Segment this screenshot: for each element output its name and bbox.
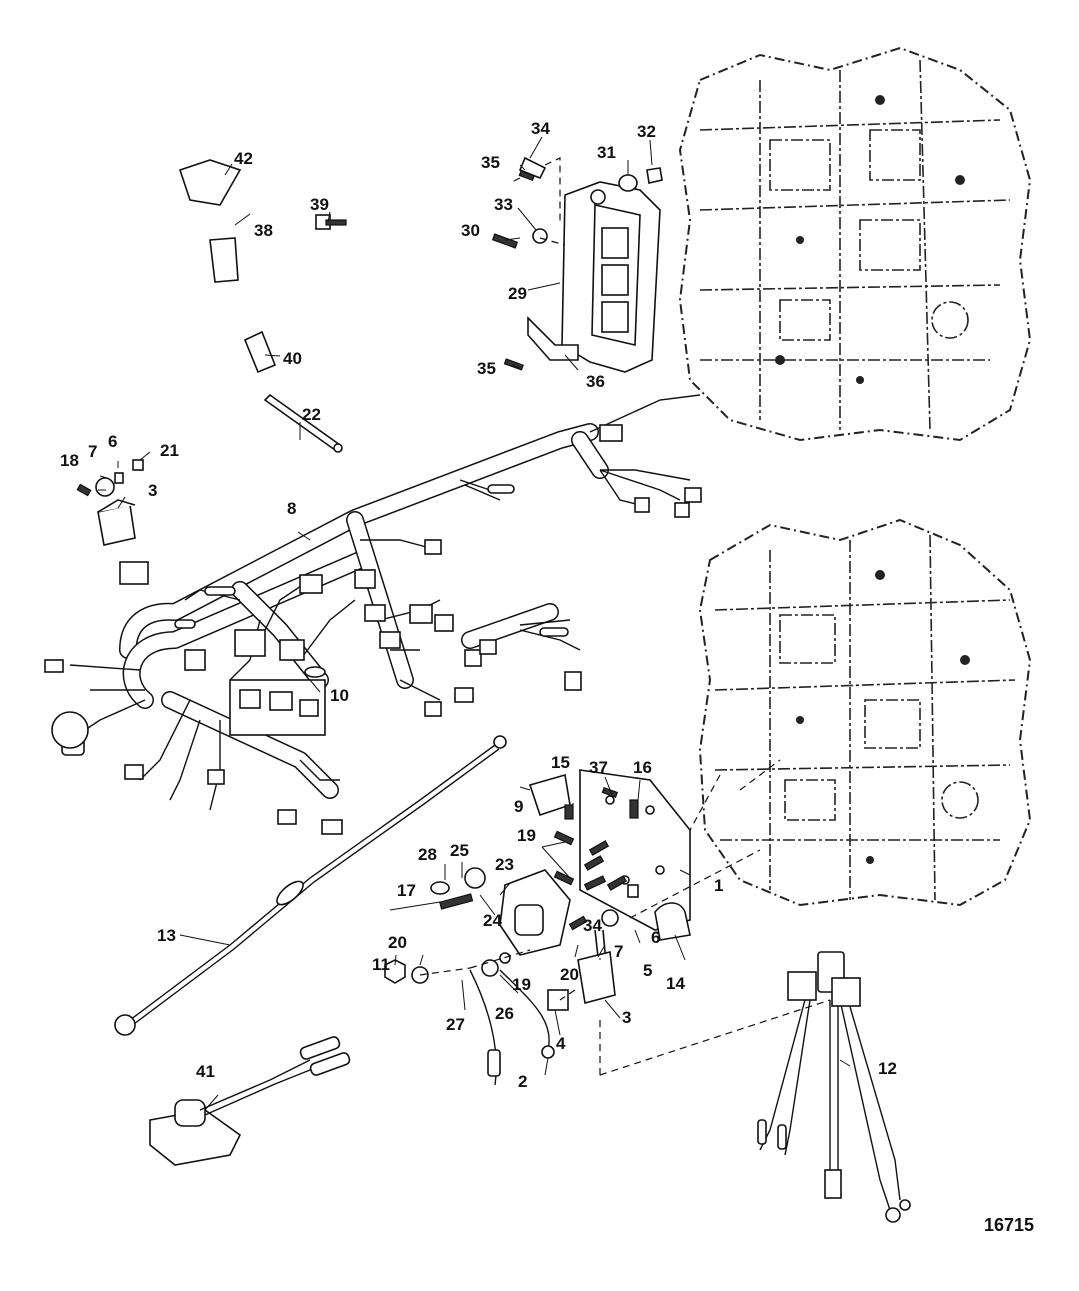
engine-block-upper	[678, 46, 1032, 442]
callout-32: 32	[637, 122, 656, 141]
battery-cable-13	[114, 735, 507, 1036]
callout-17: 17	[397, 881, 416, 900]
fasteners-lower	[384, 786, 691, 984]
callout-34-lower: 34	[583, 916, 602, 935]
cable-tie-22	[263, 393, 343, 453]
callout-7-top: 7	[88, 442, 97, 461]
figure-number: 16715	[984, 1215, 1034, 1235]
harness-12	[757, 951, 911, 1223]
starter-solenoid	[430, 867, 607, 956]
callout-2: 2	[518, 1072, 527, 1091]
engine-block-lower	[698, 518, 1032, 907]
callout-21: 21	[160, 441, 179, 460]
callout-19-lower: 19	[512, 975, 531, 994]
loose-connectors	[178, 159, 347, 374]
callout-35-lower: 35	[477, 359, 496, 378]
callout-labels: 1 2 3 3 4 5 6 6 7 7 8 9 10 11 12 13 14 1…	[60, 119, 1034, 1235]
callout-41: 41	[196, 1062, 215, 1081]
callout-25: 25	[450, 841, 469, 860]
dash-lower-b	[419, 949, 576, 1001]
callout-26: 26	[495, 1004, 514, 1023]
callout-27: 27	[446, 1015, 465, 1034]
callout-18: 18	[60, 451, 79, 470]
callout-10: 10	[330, 686, 349, 705]
callout-8: 8	[287, 499, 296, 518]
ecm-hardware	[491, 156, 663, 371]
trim-sender-41	[149, 1036, 351, 1166]
callout-36: 36	[586, 372, 605, 391]
leader-lines	[98, 136, 851, 1111]
callout-11: 11	[372, 955, 390, 974]
callout-29: 29	[508, 284, 527, 303]
callout-16: 16	[633, 758, 652, 777]
callout-12: 12	[878, 1059, 897, 1078]
callout-3-lower: 3	[622, 1008, 631, 1027]
callout-35-top: 35	[481, 153, 500, 172]
dash-lower-a	[599, 759, 831, 1076]
callout-31: 31	[597, 143, 616, 162]
ecm-bracket	[527, 316, 579, 361]
callout-30: 30	[461, 221, 480, 240]
callout-20-right: 20	[560, 965, 579, 984]
callout-13: 13	[157, 926, 176, 945]
harness-connectors	[44, 424, 702, 835]
callout-33: 33	[494, 195, 513, 214]
callout-6-lower: 6	[651, 928, 660, 947]
callout-6-top: 6	[108, 432, 117, 451]
callout-7-lower: 7	[614, 942, 623, 961]
callout-20-left: 20	[388, 933, 407, 952]
callout-37: 37	[589, 758, 608, 777]
callout-24: 24	[483, 911, 502, 930]
callout-28: 28	[418, 845, 437, 864]
callout-3-top: 3	[148, 481, 157, 500]
callout-14: 14	[666, 974, 685, 993]
callout-39: 39	[310, 195, 329, 214]
callout-1: 1	[714, 876, 723, 895]
callout-15: 15	[551, 753, 570, 772]
callout-23: 23	[495, 855, 514, 874]
dash-ecm	[511, 157, 566, 246]
callout-40: 40	[283, 349, 302, 368]
callout-19-upper: 19	[517, 826, 536, 845]
relay-3-top	[76, 459, 144, 546]
ecm-module	[561, 181, 661, 373]
main-wiring-harness	[69, 394, 701, 811]
callout-34-top: 34	[531, 119, 550, 138]
callout-22: 22	[302, 405, 321, 424]
callout-5: 5	[643, 961, 652, 980]
callout-38: 38	[254, 221, 273, 240]
relay-3-lower	[547, 951, 616, 1011]
callout-4: 4	[556, 1034, 566, 1053]
small-relay-9	[528, 773, 571, 817]
callout-9: 9	[514, 797, 523, 816]
cables-2-27	[469, 969, 555, 1086]
callout-42: 42	[234, 149, 253, 168]
